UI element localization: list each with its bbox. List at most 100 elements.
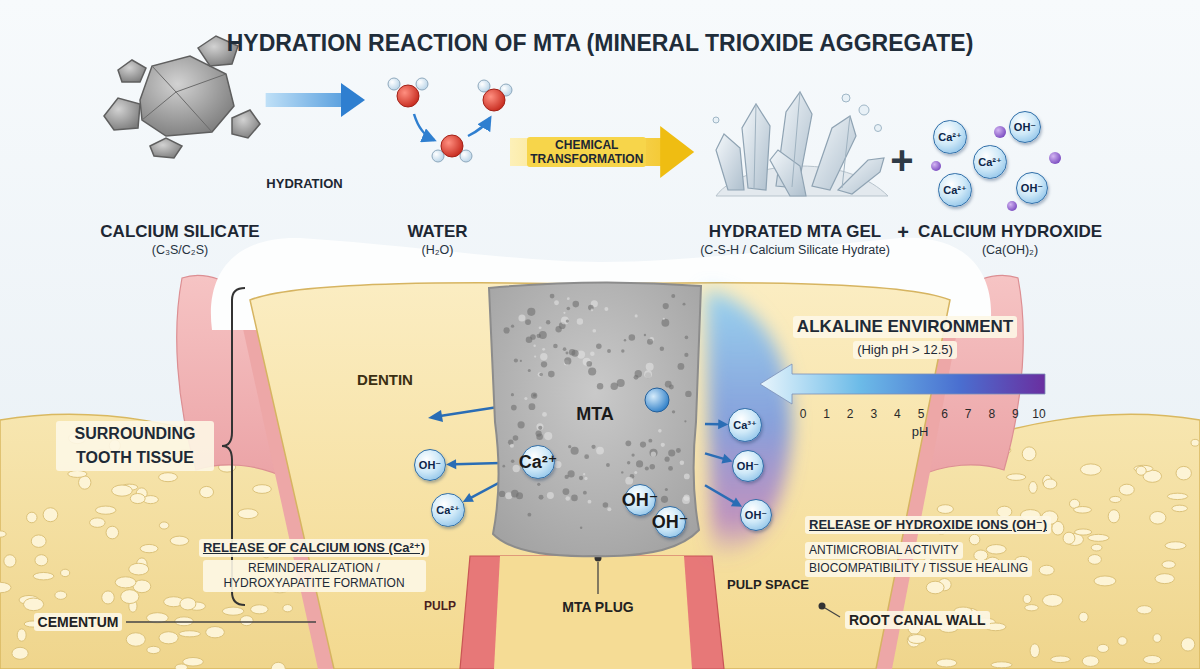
scale-number: 8 — [988, 407, 995, 421]
crystal-gel — [754, 92, 850, 189]
ion-sphere: Ca²⁺ — [938, 173, 972, 207]
mta-shape — [525, 319, 531, 325]
rock-pile — [232, 110, 260, 138]
hydroxide-dot — [931, 126, 1061, 211]
part-label: CEMENTUM — [34, 613, 123, 631]
plug-root — [494, 556, 692, 669]
bone-pore — [106, 526, 119, 539]
mta-shape — [563, 488, 570, 495]
bone-pore — [175, 617, 194, 626]
mta-shape — [564, 357, 571, 364]
part-label: ROOT CANAL WALL — [845, 611, 990, 629]
connector-line — [510, 138, 664, 166]
bone-pore — [1007, 474, 1026, 481]
mta-shape — [661, 443, 665, 447]
mta-shape — [541, 361, 547, 367]
mta-shape — [591, 445, 595, 449]
bone-pore — [1022, 447, 1036, 461]
scale-number: 10 — [1032, 407, 1045, 421]
mta-shape — [607, 349, 611, 353]
crystal-gel — [716, 134, 744, 190]
part-label: DENTIN — [357, 371, 413, 389]
bone-pore — [969, 534, 980, 545]
part-label: + — [890, 138, 913, 182]
node-formula: (Ca(OH)₂) — [982, 242, 1038, 258]
bone-pore — [95, 506, 115, 514]
mta-shape — [596, 343, 602, 349]
mta-shape — [531, 392, 537, 398]
edge-label: HYDRATION — [266, 176, 342, 191]
mta-shape — [624, 339, 626, 341]
bone-pore — [1150, 511, 1166, 524]
alkaline-zone — [706, 290, 792, 560]
bone-pore — [23, 598, 43, 611]
mta-shape — [685, 391, 691, 397]
bone-pore — [1155, 574, 1174, 584]
release-arrow — [440, 407, 498, 416]
mta-shape — [671, 294, 675, 298]
mta-shape — [665, 457, 670, 462]
mta-shape — [580, 527, 582, 529]
bone-pore — [1176, 466, 1191, 480]
mta-shape — [640, 442, 646, 448]
connector-line — [705, 423, 719, 426]
bone-pore — [102, 591, 115, 604]
leader-line — [597, 562, 598, 594]
mta-shape — [658, 429, 662, 433]
mta-shape — [586, 361, 592, 367]
node-heading: HYDRATED MTA GEL — [709, 222, 882, 242]
mta-shape — [684, 353, 688, 357]
mta-shape — [648, 439, 652, 443]
bone-pore — [179, 631, 201, 637]
mta-shape — [566, 307, 570, 311]
bone-pore — [937, 505, 953, 514]
bone-pore — [31, 535, 46, 548]
mta-shape — [646, 363, 654, 371]
mta-shape — [584, 477, 587, 480]
mta-shape — [621, 471, 623, 473]
mta-shape — [634, 471, 637, 474]
mta-shape — [520, 360, 522, 362]
bone-pore — [159, 522, 168, 529]
mta-shape — [684, 420, 686, 422]
ion-label: OH⁻ — [419, 459, 441, 471]
part-label: PULP SPACE — [727, 577, 809, 593]
bone-pore — [4, 555, 16, 567]
bone-pore — [147, 646, 161, 653]
mta-shape — [566, 352, 569, 355]
reaction-arrow — [266, 83, 365, 117]
mta-shape — [588, 500, 592, 504]
rock-pile — [142, 66, 226, 132]
mta-shape — [661, 496, 668, 503]
connector-line — [266, 93, 344, 107]
hydroxide-dot — [1007, 201, 1017, 211]
mta-shape — [527, 308, 535, 316]
ion-sphere: OH⁻ — [414, 449, 446, 481]
mta-shape — [644, 334, 646, 336]
mta-shape — [663, 318, 665, 320]
mta-shape — [660, 347, 664, 351]
part-label: PULP — [424, 599, 456, 613]
mta-shape — [591, 309, 594, 312]
mta-shape — [596, 447, 604, 455]
mta-shape — [514, 358, 518, 362]
bone-pore — [1074, 507, 1092, 514]
ion-label: OH⁻ — [622, 490, 659, 510]
rock-pile — [118, 60, 146, 82]
bone-pore — [206, 627, 225, 638]
mta-shape — [553, 344, 558, 349]
mta-shape — [650, 464, 656, 470]
mta-shape — [539, 373, 543, 377]
mta-shape — [499, 491, 505, 497]
bone-pore — [1172, 505, 1188, 512]
mta-shape — [577, 318, 583, 324]
ion-sphere: OH⁻ — [1016, 172, 1048, 204]
mta-shape — [682, 496, 690, 504]
scale-number: 4 — [894, 407, 901, 421]
mta-shape — [527, 513, 531, 517]
ion-label: OH⁻ — [745, 509, 767, 521]
node-heading: CALCIUM SILICATE — [100, 222, 259, 242]
arrow-head — [463, 493, 474, 502]
hydroxide-dot — [931, 161, 941, 171]
part-label: MTA PLUG — [562, 599, 634, 615]
